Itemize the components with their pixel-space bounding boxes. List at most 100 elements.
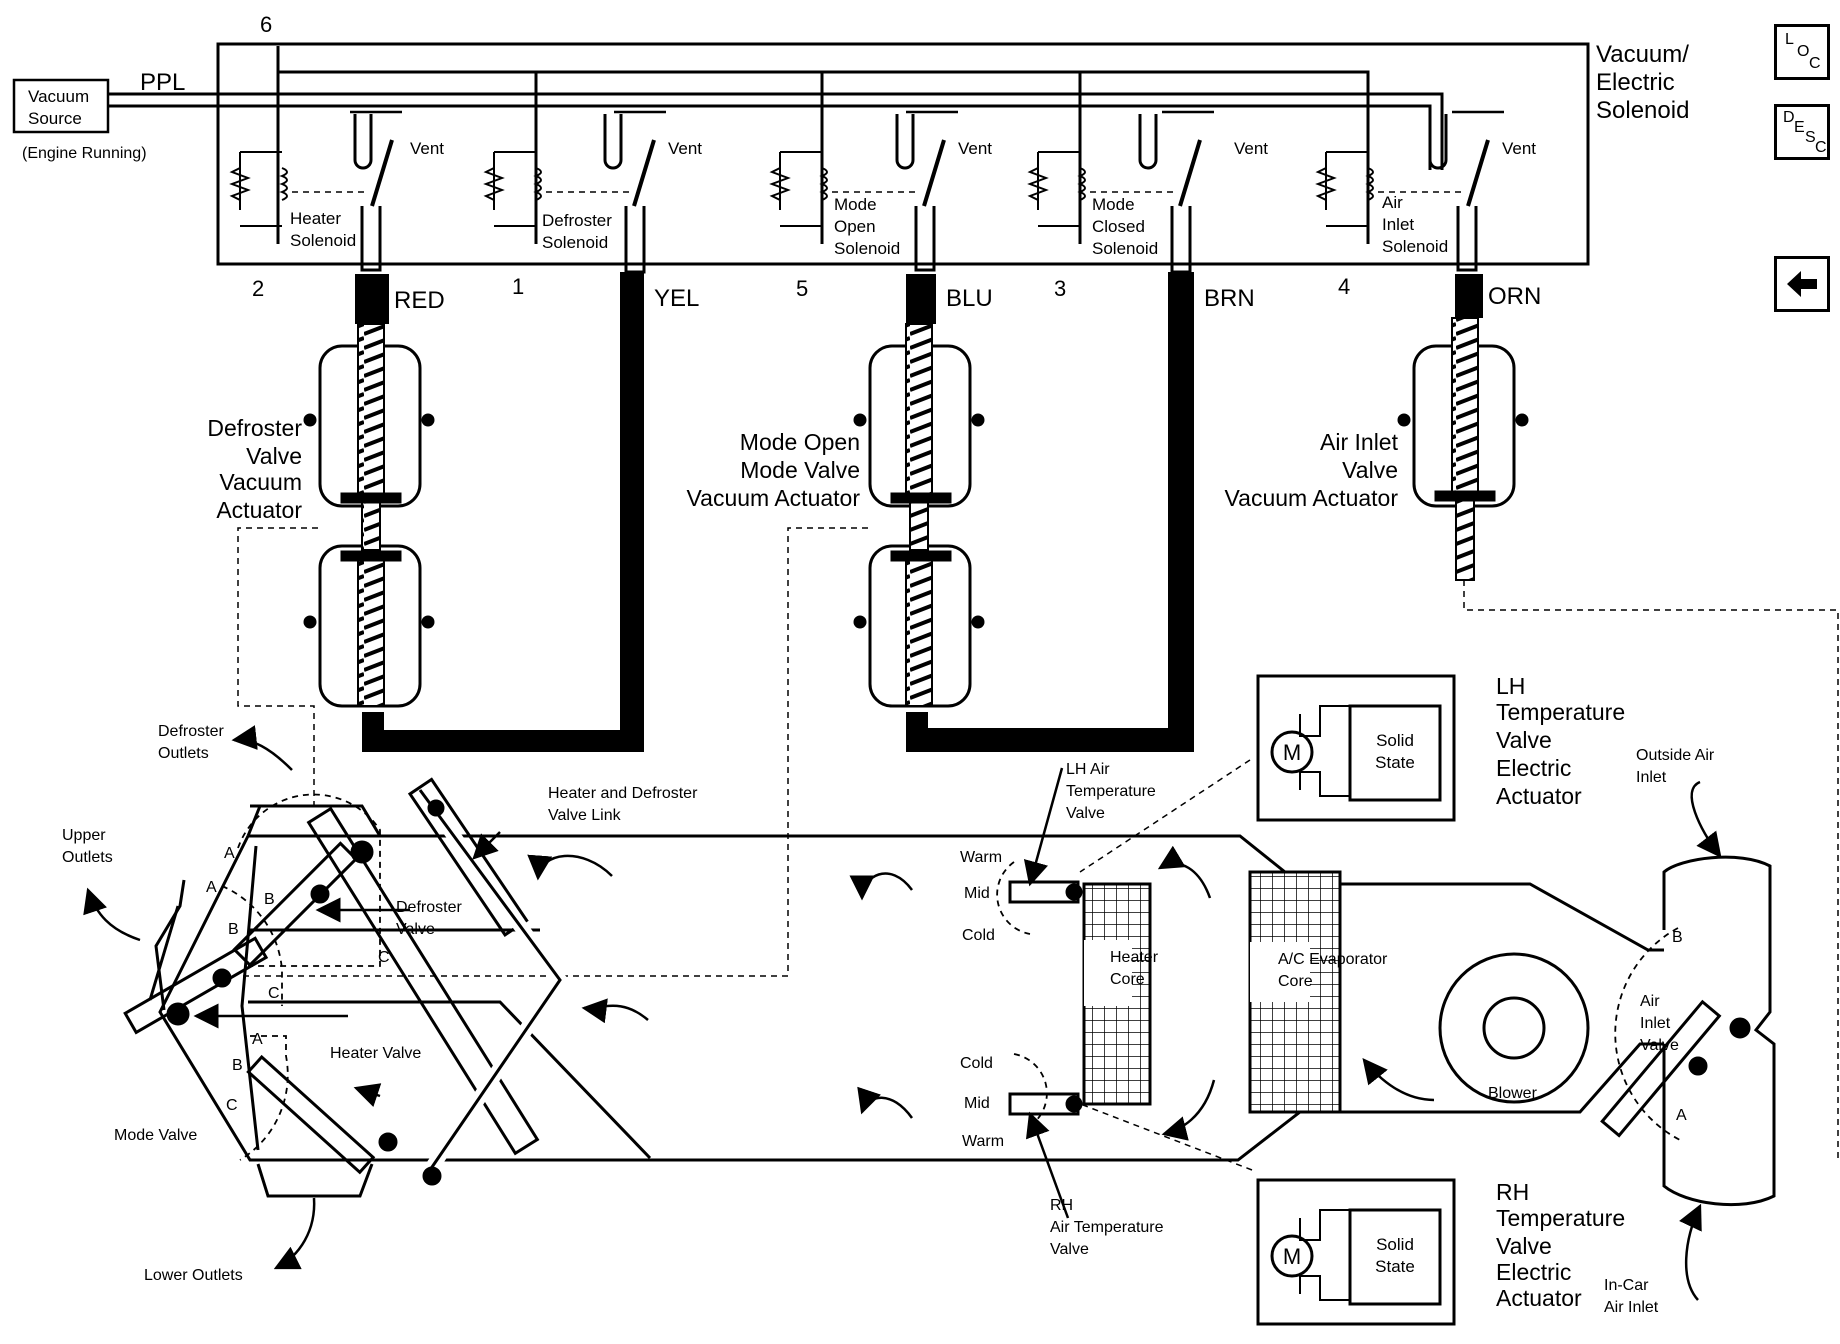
position-b: B bbox=[264, 891, 275, 908]
lh-air-temp-label: Temperature bbox=[1066, 783, 1156, 800]
lh-actuator-label: Valve bbox=[1496, 727, 1552, 753]
rh-air-temp-label: Valve bbox=[1050, 1241, 1089, 1258]
defroster-outlets-label: Outlets bbox=[158, 745, 209, 762]
defroster-valve bbox=[232, 841, 359, 968]
vent-label: Vent bbox=[410, 139, 444, 158]
solenoid-title-1: Vacuum/ bbox=[1596, 41, 1689, 68]
heater-valve-label: Heater Valve bbox=[330, 1045, 421, 1062]
mid-label: Mid bbox=[964, 1095, 990, 1112]
heater-solenoid-label: Solenoid bbox=[290, 231, 356, 250]
vacuum-source-line1: Vacuum bbox=[28, 87, 89, 106]
loc-button[interactable]: L O C bbox=[1774, 24, 1830, 80]
rh-actuator-label: Electric bbox=[1496, 1259, 1571, 1285]
duct-outline bbox=[158, 834, 1664, 1162]
hose-brn: BRN bbox=[1204, 285, 1255, 312]
lh-motor-label: M bbox=[1283, 740, 1301, 765]
rh-actuator-label: Temperature bbox=[1496, 1205, 1625, 1231]
position-a: A bbox=[206, 879, 217, 896]
air-inlet-valve bbox=[1600, 999, 1722, 1138]
mode-valve bbox=[123, 936, 269, 1035]
position-a: A bbox=[224, 845, 235, 862]
pin-1: 1 bbox=[512, 274, 524, 299]
desc-letter-e: E bbox=[1794, 119, 1805, 136]
rh-motor bbox=[1270, 1234, 1314, 1278]
air-inlet-actuator-label: Air Inlet bbox=[1320, 429, 1399, 455]
position-b: B bbox=[232, 1057, 243, 1074]
mode-closed-solenoid-label: Solenoid bbox=[1092, 239, 1158, 258]
link-label: Heater and Defroster bbox=[548, 785, 698, 802]
solenoid-assembly bbox=[12, 42, 1590, 274]
blower-wheel bbox=[1438, 952, 1590, 1104]
vacuum-source-line2: Source bbox=[28, 109, 82, 128]
loc-letter-l: L bbox=[1785, 31, 1794, 48]
vent-label: Vent bbox=[668, 139, 702, 158]
pin-6: 6 bbox=[260, 12, 272, 37]
arrow-left-icon bbox=[1787, 271, 1817, 297]
pin-4: 4 bbox=[1338, 274, 1350, 299]
hose-red: RED bbox=[394, 287, 445, 314]
outside-air-label: Inlet bbox=[1636, 769, 1667, 786]
mode-valve-label: Mode Valve bbox=[114, 1127, 197, 1144]
position-b: B bbox=[1672, 929, 1683, 946]
heater-valve bbox=[246, 1054, 376, 1175]
pin-5: 5 bbox=[796, 276, 808, 301]
rh-air-temp-label: RH bbox=[1050, 1197, 1073, 1214]
vacuum-hoses bbox=[355, 272, 1483, 752]
rh-actuator-label: RH bbox=[1496, 1179, 1529, 1205]
airflow-arrows bbox=[83, 725, 1722, 1301]
electric-actuators bbox=[1256, 674, 1456, 1326]
defroster-valve-label: Valve bbox=[396, 921, 435, 938]
position-c: C bbox=[268, 985, 280, 1002]
warm-label: Warm bbox=[962, 1133, 1004, 1150]
pin-2: 2 bbox=[252, 276, 264, 301]
ppl-label: PPL bbox=[140, 69, 185, 96]
hose-orn: ORN bbox=[1488, 283, 1541, 310]
mode-open-solenoid-label: Solenoid bbox=[834, 239, 900, 258]
position-b: B bbox=[228, 921, 239, 938]
resistor-coil-groups bbox=[229, 151, 1374, 227]
rh-solid-state: Solid bbox=[1376, 1235, 1414, 1254]
blower-label: Blower bbox=[1488, 1085, 1538, 1102]
warm-label: Warm bbox=[960, 849, 1002, 866]
brown-hose bbox=[906, 272, 1194, 752]
defroster-outlets-label: Defroster bbox=[158, 723, 224, 740]
hvac-module bbox=[123, 777, 1776, 1207]
defroster-actuator-label: Actuator bbox=[216, 497, 302, 523]
incar-air-label: Air Inlet bbox=[1604, 1299, 1659, 1316]
mode-actuator-label: Mode Open bbox=[740, 429, 860, 455]
solenoid-box bbox=[216, 42, 1590, 266]
lh-actuator-box bbox=[1256, 674, 1456, 822]
mode-actuator-label: Mode Valve bbox=[740, 457, 860, 483]
upper-outlets-label: Upper bbox=[62, 827, 106, 844]
lh-actuator-label: Actuator bbox=[1496, 783, 1582, 809]
solenoid-title-3: Solenoid bbox=[1596, 97, 1689, 124]
mechanical-linkages bbox=[237, 527, 1839, 1171]
incar-air-label: In-Car bbox=[1604, 1277, 1649, 1294]
rh-actuator-label: Valve bbox=[1496, 1233, 1552, 1259]
upper-outlets-label: Outlets bbox=[62, 849, 113, 866]
mid-label: Mid bbox=[964, 885, 990, 902]
defroster-actuator-label: Valve bbox=[246, 443, 302, 469]
back-button[interactable] bbox=[1774, 256, 1830, 312]
defroster-solenoid-label: Solenoid bbox=[542, 233, 608, 252]
diagram-text: 6 PPL Vacuum Source (Engine Running) Vac… bbox=[22, 12, 1715, 1316]
rh-air-temp-label: Air Temperature bbox=[1050, 1219, 1164, 1236]
rh-actuator-box bbox=[1256, 1178, 1456, 1326]
vent-label: Vent bbox=[1502, 139, 1536, 158]
solenoid-title-2: Electric bbox=[1596, 69, 1675, 96]
loc-letter-o: O bbox=[1797, 43, 1810, 60]
heater-core-label: Heater bbox=[1110, 949, 1159, 966]
desc-button[interactable]: D E S C bbox=[1774, 104, 1830, 160]
vent-label: Vent bbox=[958, 139, 992, 158]
heater-defroster-link bbox=[306, 806, 540, 1156]
air-inlet-actuator-label: Vacuum Actuator bbox=[1225, 485, 1399, 511]
vent-label: Vent bbox=[1234, 139, 1268, 158]
air-inlet-valve-label: Valve bbox=[1640, 1037, 1679, 1054]
cold-label: Cold bbox=[960, 1055, 993, 1072]
desc-letter-d: D bbox=[1783, 109, 1795, 126]
position-c: C bbox=[226, 1097, 238, 1114]
lh-motor bbox=[1270, 730, 1314, 774]
vacuum-actuators bbox=[303, 317, 1529, 708]
rh-motor-label: M bbox=[1283, 1244, 1301, 1269]
